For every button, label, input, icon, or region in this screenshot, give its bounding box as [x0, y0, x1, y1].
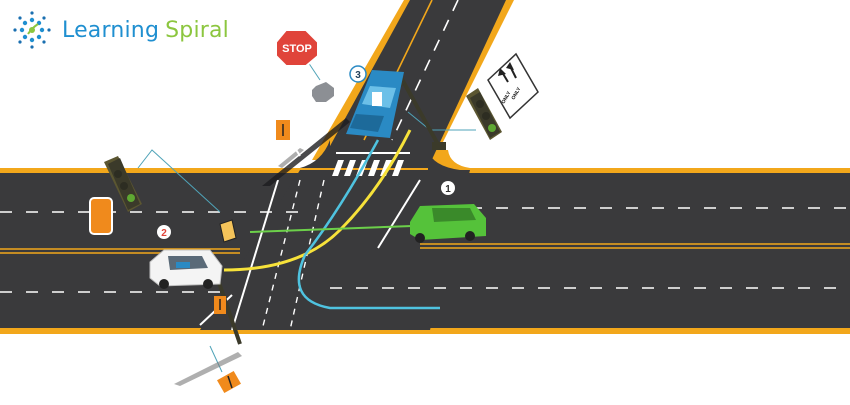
path-green — [249, 225, 413, 233]
white-car-label: 2 — [161, 228, 167, 239]
green-car-label-circle — [441, 181, 455, 195]
north-signal-pole — [396, 71, 442, 149]
stop-sign-text: STOP — [282, 43, 312, 55]
stop-line-east — [377, 179, 421, 249]
ped-sign-south-a — [214, 296, 226, 314]
path-yellow — [223, 129, 412, 272]
stop-sign — [275, 29, 319, 67]
shadow-north-pole — [262, 118, 350, 186]
ped-sign-south-b — [214, 368, 244, 396]
ped-sign-west — [219, 219, 237, 243]
leader-line-south-ped — [209, 345, 223, 373]
stop-line-west — [231, 179, 279, 331]
corner-left — [300, 140, 330, 168]
east-signal — [466, 88, 502, 140]
leader-line-west-signal — [137, 149, 221, 213]
logo-mark-icon — [13, 11, 51, 49]
horizontal-road-edge-bottom — [0, 328, 850, 334]
path-blue — [297, 139, 440, 310]
white-car — [149, 249, 223, 289]
green-car — [410, 204, 486, 243]
west-signal — [104, 156, 142, 212]
crosswalk-west-a — [261, 179, 301, 331]
ped-sign-north — [276, 120, 301, 157]
logo: Learning Spiral — [8, 8, 229, 52]
vertical-road — [318, 0, 506, 168]
shadow-south-pole — [174, 352, 242, 386]
white-car-label-circle — [157, 225, 171, 239]
north-lane-line-1 — [391, 0, 459, 141]
lane-use-sign — [487, 52, 539, 120]
green-car-label: 1 — [445, 184, 451, 195]
blue-car — [346, 70, 404, 138]
logo-word-learning: Learning — [62, 17, 160, 43]
north-signal-base — [432, 142, 446, 150]
corner-right — [428, 150, 460, 170]
pedestrian-signal-box — [89, 197, 113, 235]
stop-sign-back — [312, 82, 334, 102]
blue-car-label: 3 — [355, 70, 361, 81]
logo-word-spiral: Spiral — [165, 17, 229, 43]
blue-car-label-circle — [349, 65, 367, 83]
